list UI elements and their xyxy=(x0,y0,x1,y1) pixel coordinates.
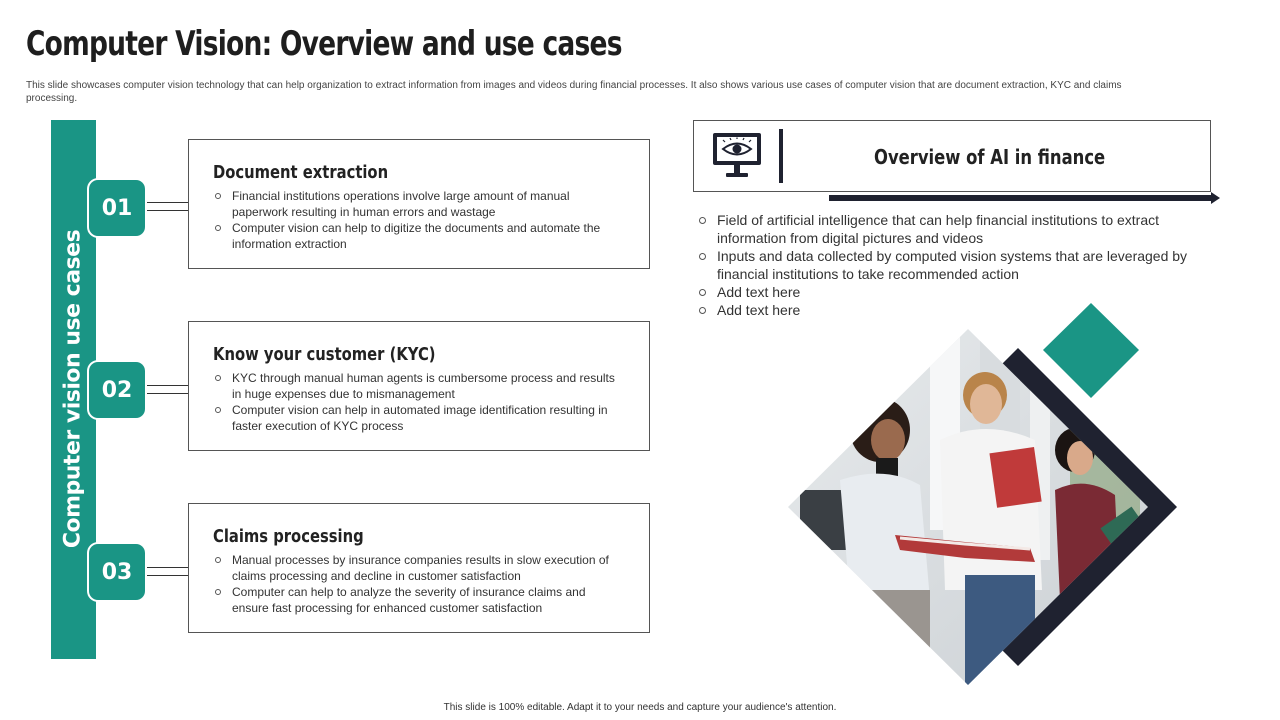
use-case-bullets: Manual processes by insurance companies … xyxy=(213,552,623,616)
bullet-item: Computer vision can help in automated im… xyxy=(213,402,623,434)
slide-footer: This slide is 100% editable. Adapt it to… xyxy=(443,702,837,713)
bullet-item: Computer vision can help to digitize the… xyxy=(213,220,623,252)
side-bar xyxy=(51,120,96,659)
use-case-number: 03 xyxy=(89,544,145,600)
bullet-item: Field of artificial intelligence that ca… xyxy=(697,211,1217,247)
connector-line xyxy=(145,567,188,568)
use-case-bullets: Financial institutions operations involv… xyxy=(213,188,623,252)
connector-line xyxy=(145,210,188,211)
bullet-item: Computer can help to analyze the severit… xyxy=(213,584,623,616)
monitor-eye-icon xyxy=(713,133,761,177)
use-case-title: Know your customer (KYC) xyxy=(213,344,436,365)
bullet-item: Add text here xyxy=(697,283,1217,301)
connector-line xyxy=(145,385,188,386)
team-photo-graphic xyxy=(788,303,1177,685)
use-case-card-document-extraction: Document extraction Financial institutio… xyxy=(188,139,650,269)
bullet-item: Manual processes by insurance companies … xyxy=(213,552,623,584)
use-case-title: Claims processing xyxy=(213,526,364,547)
use-case-card-claims-processing: Claims processing Manual processes by in… xyxy=(188,503,650,633)
overview-header: Overview of AI in finance xyxy=(693,120,1211,192)
slide-subtitle: This slide showcases computer vision tec… xyxy=(26,80,1122,104)
overview-title: Overview of AI in finance xyxy=(874,145,1106,169)
connector-line xyxy=(145,202,188,203)
bullet-item: KYC through manual human agents is cumbe… xyxy=(213,370,623,402)
use-case-title: Document extraction xyxy=(213,162,389,183)
bullet-item: Add text here xyxy=(697,301,1217,319)
arrow-right-icon xyxy=(829,192,1220,204)
bullet-item: Inputs and data collected by computed vi… xyxy=(697,247,1217,283)
use-case-card-kyc: Know your customer (KYC) KYC through man… xyxy=(188,321,650,451)
overview-bullets: Field of artificial intelligence that ca… xyxy=(697,211,1217,319)
connector-line xyxy=(145,393,188,394)
connector-line xyxy=(145,575,188,576)
side-bar-label: Computer vision use cases xyxy=(60,229,86,549)
use-case-bullets: KYC through manual human agents is cumbe… xyxy=(213,370,623,434)
overview-divider xyxy=(779,129,783,183)
bullet-item: Financial institutions operations involv… xyxy=(213,188,623,220)
teal-diamond-shape xyxy=(1043,303,1139,398)
use-case-number: 02 xyxy=(89,362,145,418)
slide-title: Computer Vision: Overview and use cases xyxy=(26,24,623,64)
use-case-number: 01 xyxy=(89,180,145,236)
